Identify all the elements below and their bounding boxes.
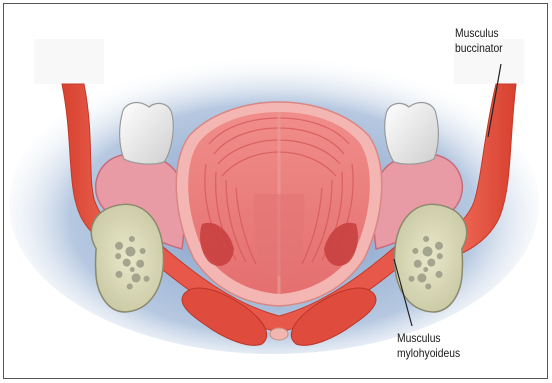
label-musculus-mylohyoideus: Musculus mylohyoideus [397,331,460,361]
left-molar-tooth [120,103,174,165]
label-line: Musculus [455,26,503,41]
right-molar-tooth [385,103,439,165]
label-line: buccinator [455,41,503,56]
jaw-cross-section-illustration [4,4,548,379]
label-musculus-buccinator: Musculus buccinator [455,26,503,56]
tongue [176,102,381,306]
label-line: mylohyoideus [397,346,460,361]
hyoid-raphe [270,328,288,340]
label-line: Musculus [397,331,460,346]
figure-frame: Musculus buccinator Musculus mylohyoideu… [3,3,548,379]
